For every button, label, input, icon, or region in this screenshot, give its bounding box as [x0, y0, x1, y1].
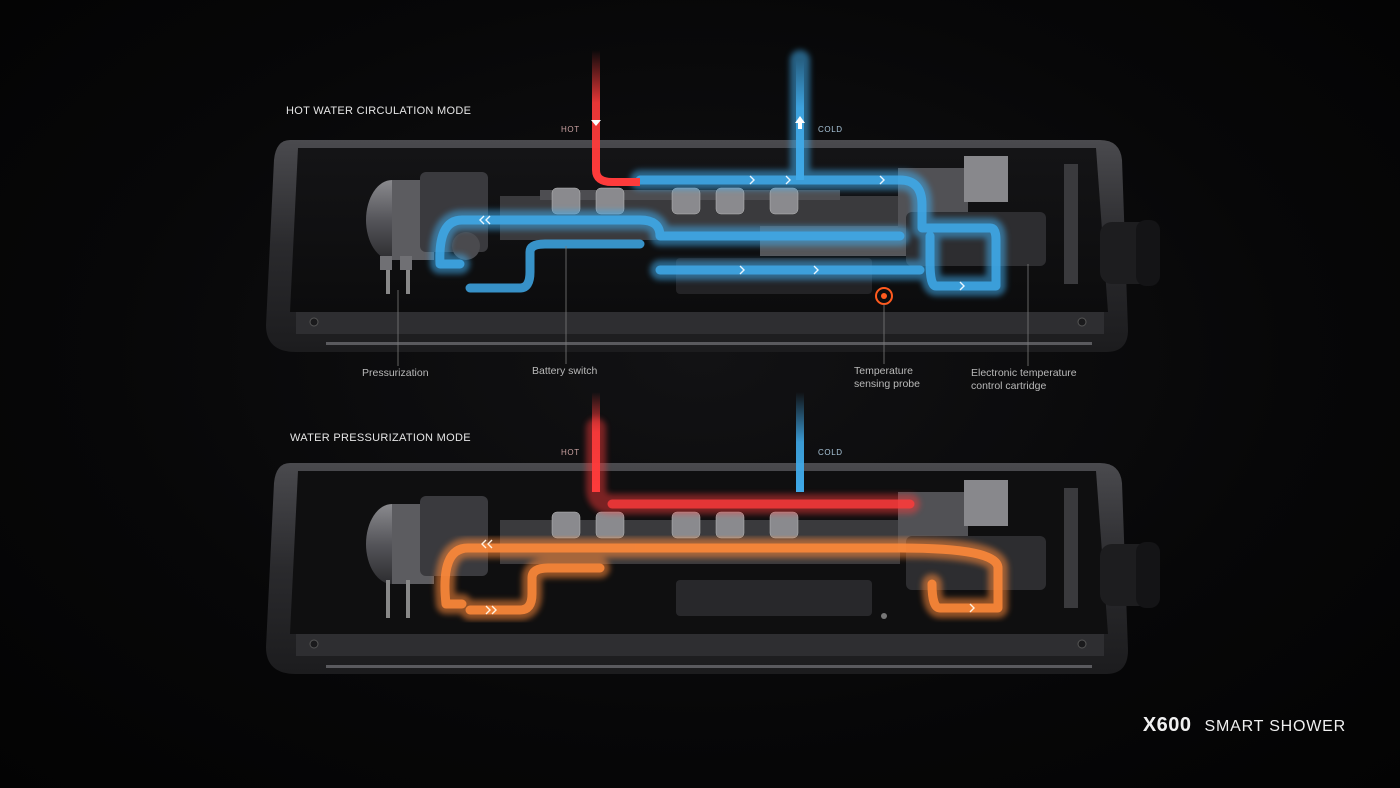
hot-inlet-label-top: HOT	[561, 125, 580, 134]
battery-switch-callout: Battery switch	[532, 365, 598, 377]
hot-circulation-mode-title: HOT WATER CIRCULATION MODE	[286, 105, 472, 117]
pressurization-callout: Pressurization	[362, 367, 429, 379]
hot-inlet-label-bottom: HOT	[561, 448, 580, 457]
brand-name: SMART SHOWER	[1204, 718, 1346, 735]
pressurization-mode-title: WATER PRESSURIZATION MODE	[290, 432, 471, 444]
device-cutaway-circulation	[266, 50, 1160, 366]
cold-inlet-label-bottom: COLD	[818, 448, 843, 457]
device-cutaway-pressurization	[266, 392, 1160, 674]
cold-inlet-label-top: COLD	[818, 125, 843, 134]
brand-model: X600	[1142, 714, 1192, 736]
brand-lockup: X600 SMART SHOWER	[1143, 714, 1346, 737]
